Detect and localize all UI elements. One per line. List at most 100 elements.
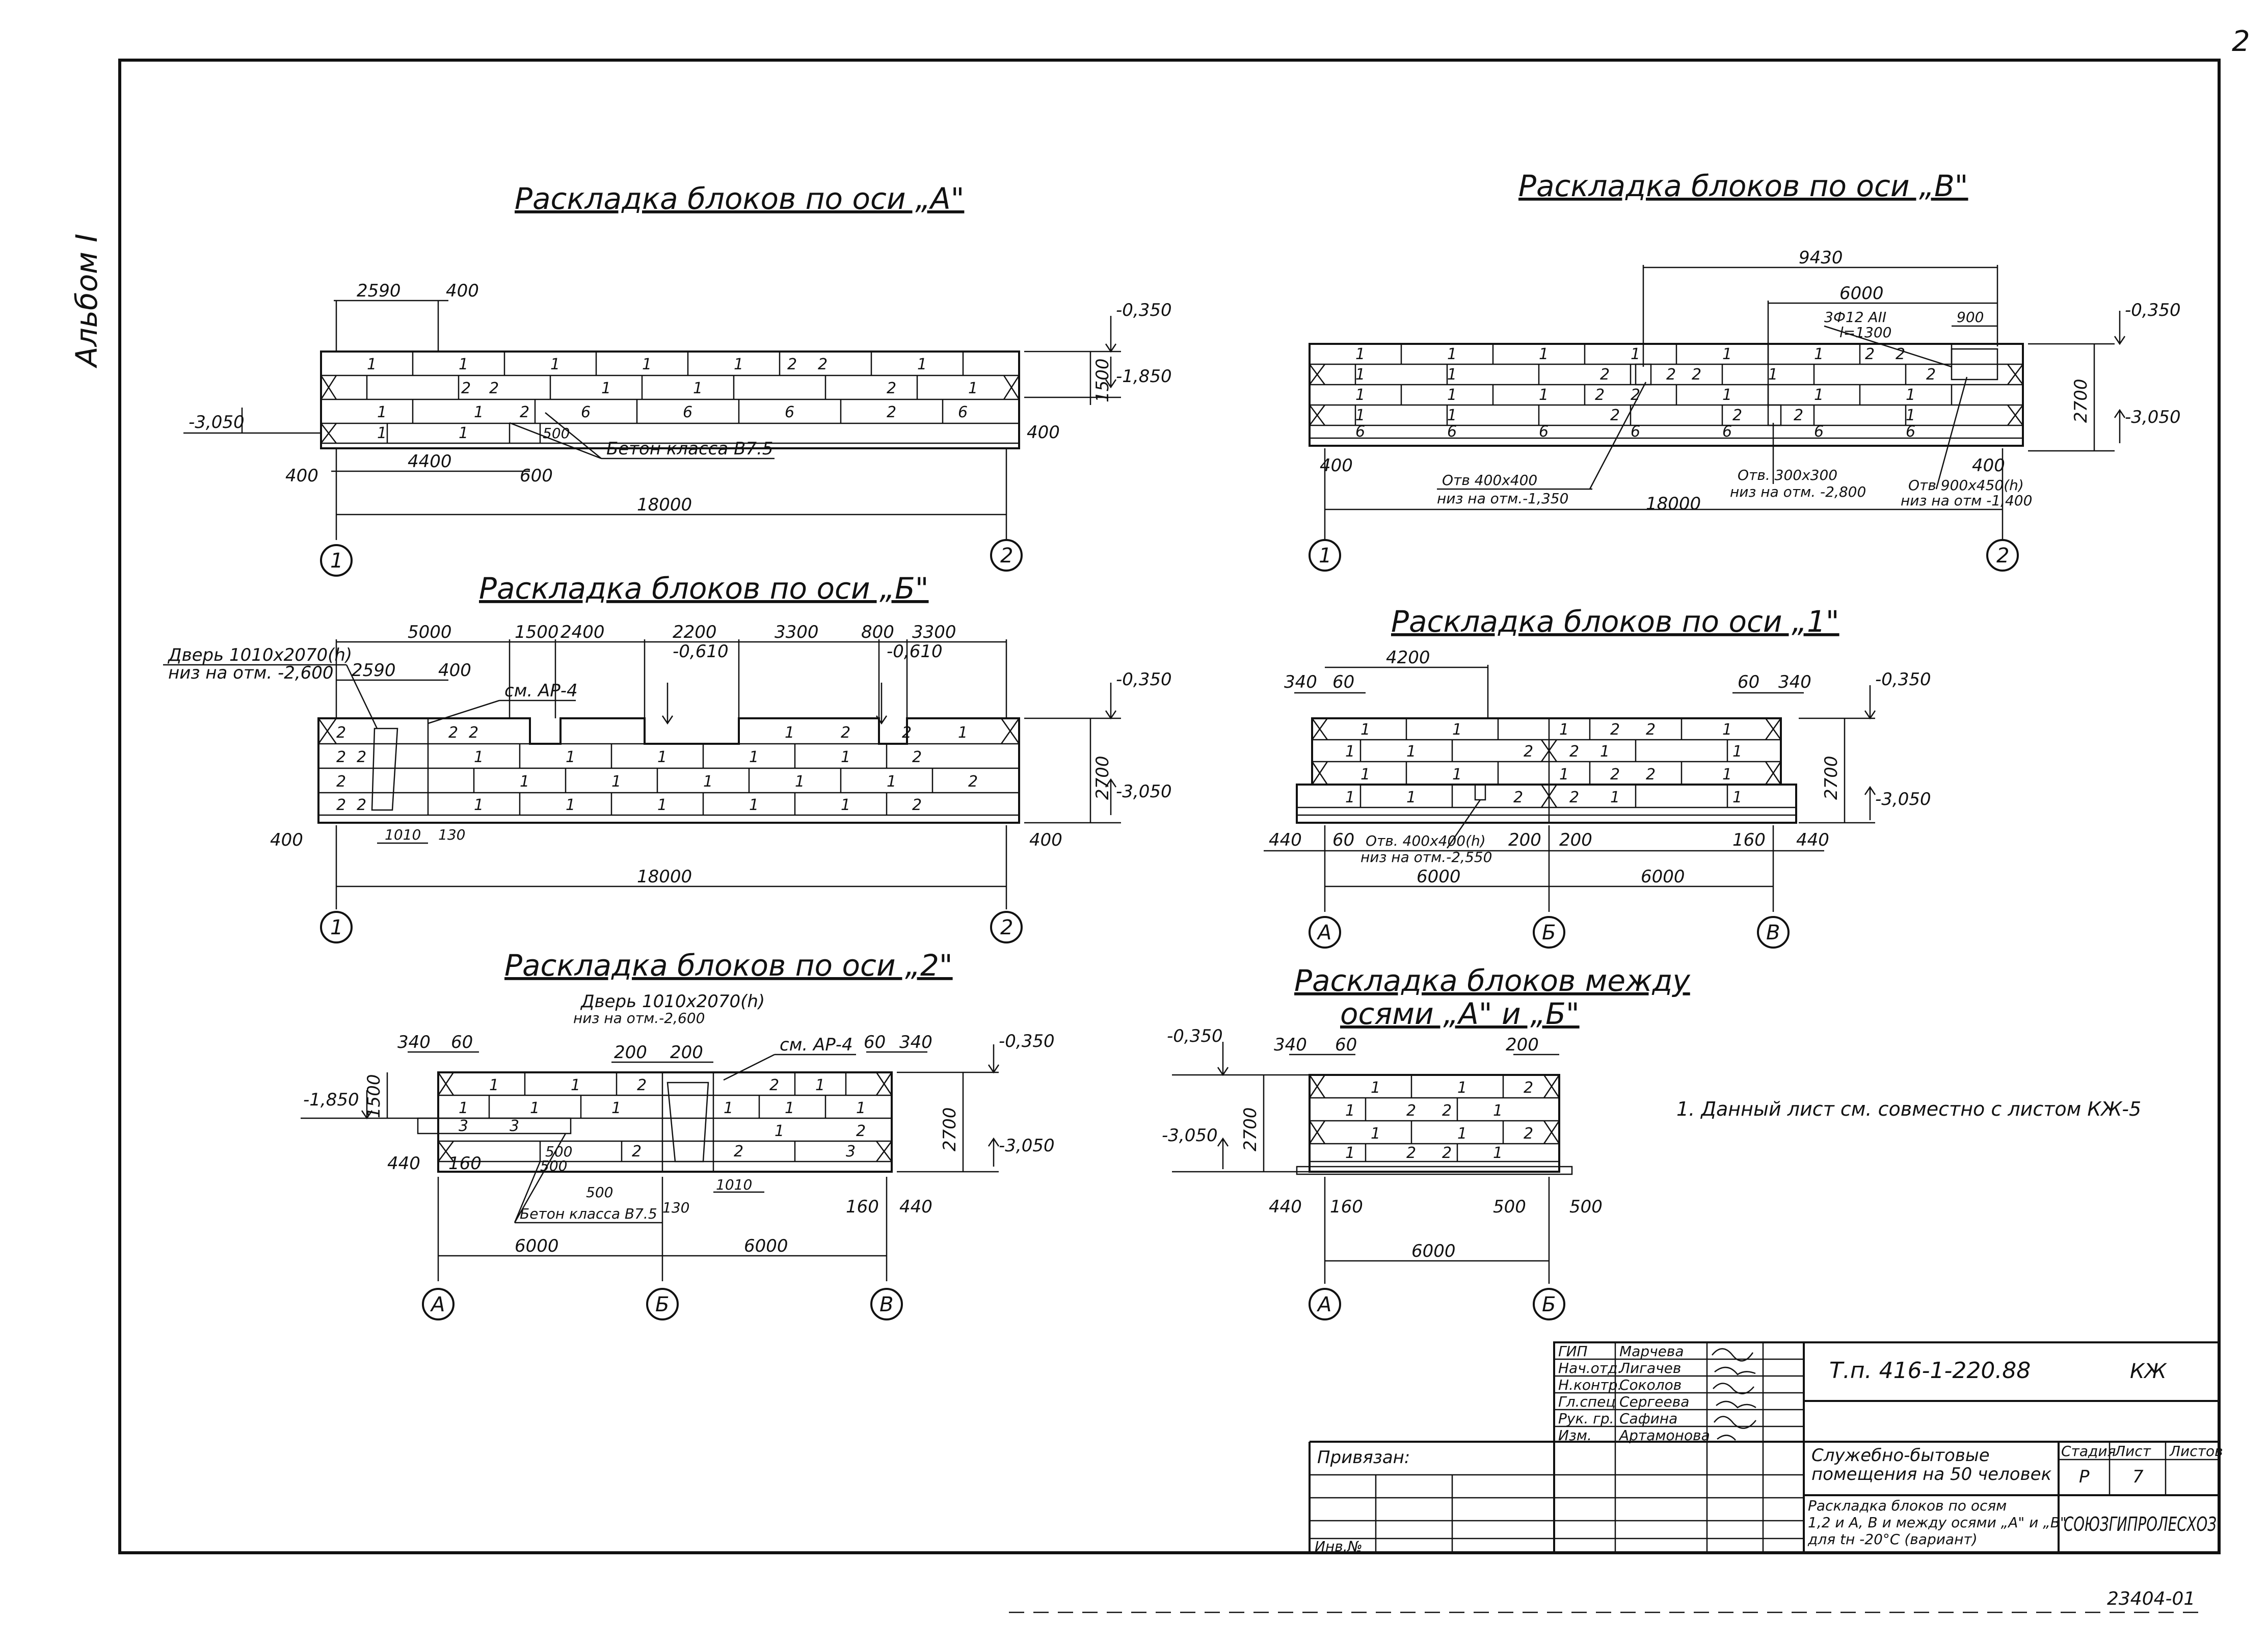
svg-text:6000: 6000: [515, 1236, 559, 1256]
svg-text:2: 2: [856, 1122, 866, 1140]
axis-b-bubble-2: 2: [1000, 916, 1013, 939]
svg-text:340: 340: [1274, 1035, 1307, 1055]
svg-text:6: 6: [958, 403, 968, 421]
svg-text:2: 2: [489, 380, 499, 397]
axis-2-bubble-a: А: [430, 1293, 445, 1316]
svg-text:2: 2: [841, 724, 850, 742]
door-low-axis-2: низ на отм.-2,600: [573, 1010, 705, 1027]
svg-text:1: 1: [1447, 366, 1457, 384]
svg-text:4400: 4400: [408, 451, 452, 472]
svg-text:6: 6: [785, 403, 794, 421]
svg-text:1: 1: [1768, 366, 1778, 384]
svg-text:1: 1: [1355, 366, 1365, 384]
svg-text:60: 60: [864, 1032, 886, 1053]
svg-text:2590: 2590: [352, 660, 396, 681]
svg-text:2: 2: [818, 356, 828, 373]
svg-text:18000: 18000: [1646, 494, 1701, 514]
svg-text:6: 6: [1814, 423, 1824, 441]
project-code: Т.п. 416-1-220.88: [1829, 1358, 2031, 1384]
svg-text:1: 1: [571, 1076, 580, 1094]
title-axis-v: Раскладка блоков по оси „В": [1518, 169, 1968, 203]
svg-text:2: 2: [1513, 789, 1523, 806]
svg-text:1: 1: [1559, 766, 1569, 784]
svg-text:-0,350: -0,350: [1116, 300, 1172, 320]
svg-text:160: 160: [846, 1197, 879, 1217]
svg-text:-0,350: -0,350: [2125, 300, 2181, 320]
svg-text:500: 500: [543, 425, 570, 442]
svg-text:1: 1: [1447, 345, 1457, 363]
axis-2-bubble-v: В: [879, 1293, 893, 1316]
svg-text:1010: 1010: [716, 1176, 752, 1193]
svg-text:1: 1: [1406, 743, 1416, 761]
svg-text:2: 2: [1610, 407, 1620, 424]
corner-mark: 2: [2232, 25, 2250, 58]
svg-text:4200: 4200: [1386, 647, 1430, 668]
svg-text:400: 400: [270, 830, 303, 850]
svg-text:400: 400: [285, 466, 318, 486]
svg-text:60: 60: [1738, 672, 1759, 692]
svg-text:2: 2: [787, 356, 797, 373]
svg-text:3: 3: [510, 1117, 519, 1135]
svg-text:500: 500: [540, 1157, 567, 1174]
staff-role-2: Н.контр.: [1558, 1377, 1622, 1393]
svg-text:800: 800: [861, 622, 894, 642]
staff-name-5: Артамонова: [1618, 1427, 1710, 1444]
door-note-axis-2: Дверь 1010х2070(h): [580, 991, 765, 1012]
svg-text:6000: 6000: [1641, 867, 1685, 887]
svg-text:440: 440: [1269, 1197, 1302, 1217]
svg-text:низ на отм -1,400: низ на отм -1,400: [1901, 492, 2032, 509]
svg-text:18000: 18000: [637, 495, 692, 515]
svg-text:1: 1: [1732, 789, 1742, 806]
inv-label: Инв.№: [1315, 1538, 1363, 1555]
svg-text:1: 1: [657, 748, 667, 766]
svg-text:1: 1: [1406, 789, 1416, 806]
svg-text:2: 2: [1646, 721, 1656, 739]
svg-text:2700: 2700: [1821, 755, 1842, 800]
svg-text:см. АР-4: см. АР-4: [780, 1035, 853, 1055]
svg-text:2: 2: [448, 724, 458, 742]
sheets-label: Листов: [2169, 1443, 2223, 1460]
svg-text:1: 1: [1722, 386, 1732, 404]
door-low-axis-b: низ на отм. -2,600: [168, 663, 334, 683]
svg-text:2: 2: [1896, 345, 1905, 363]
svg-text:60: 60: [1332, 672, 1354, 692]
svg-text:низ на отм. -2,800: низ на отм. -2,800: [1730, 483, 1866, 500]
svg-text:1: 1: [785, 724, 794, 742]
svg-text:6: 6: [1906, 423, 1915, 441]
svg-text:1: 1: [1722, 345, 1732, 363]
bound-label: Привязан:: [1317, 1447, 1410, 1468]
svg-text:-3,050: -3,050: [1875, 789, 1931, 809]
svg-text:1: 1: [1539, 386, 1549, 404]
svg-text:2200: 2200: [673, 622, 717, 642]
svg-text:-0,350: -0,350: [1875, 669, 1931, 690]
svg-text:1: 1: [734, 356, 743, 373]
svg-text:1: 1: [968, 380, 978, 397]
svg-text:-0,350: -0,350: [1116, 669, 1172, 690]
svg-text:1: 1: [459, 424, 468, 442]
svg-text:-0,350: -0,350: [1167, 1026, 1223, 1046]
signatures: [1712, 1348, 1756, 1441]
svg-text:1500: 1500: [515, 622, 559, 642]
svg-text:1: 1: [367, 356, 377, 373]
content-line-2: 1,2 и А, В и между осями „А" и „В": [1808, 1514, 2067, 1531]
staff-role-4: Рук. гр.: [1558, 1410, 1614, 1427]
sheet-label: Лист: [2114, 1443, 2151, 1460]
svg-text:200: 200: [670, 1042, 703, 1063]
svg-text:-0,610: -0,610: [673, 641, 729, 662]
svg-text:2: 2: [1524, 1079, 1533, 1097]
axis-1-bubble-a: А: [1316, 921, 1331, 945]
svg-text:2: 2: [637, 1076, 647, 1094]
svg-text:1: 1: [657, 796, 667, 814]
svg-text:1: 1: [1447, 386, 1457, 404]
svg-text:6: 6: [1539, 423, 1549, 441]
dims-axis-b: 5000 1500 2400 2200 3300 800 3300 2590 4…: [270, 622, 1172, 909]
svg-text:1: 1: [775, 1122, 784, 1140]
svg-text:1: 1: [1457, 1125, 1467, 1143]
svg-text:2: 2: [1569, 743, 1579, 761]
staff-name-2: Соколов: [1619, 1377, 1682, 1393]
axis-b-bubble-1: 1: [330, 916, 343, 939]
svg-text:60: 60: [451, 1032, 473, 1053]
